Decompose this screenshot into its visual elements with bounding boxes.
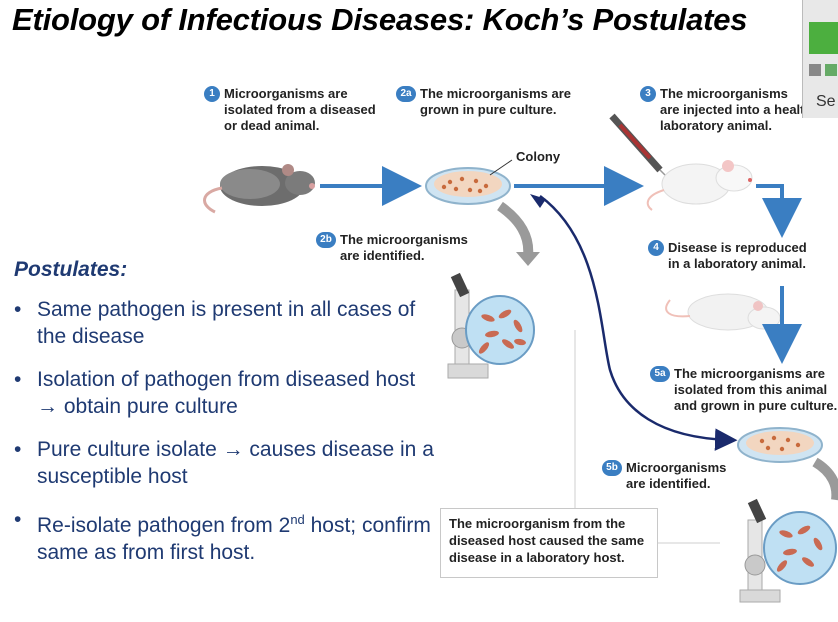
colony-label: Colony [516,149,561,164]
gear-icon[interactable] [809,64,821,76]
return-arrow [539,194,738,451]
connector-lines [574,330,720,544]
widget-text: Se [816,93,836,110]
step-2b-badge: 2b [316,232,336,248]
petri-dish-colony [425,159,513,205]
gray-arrow-2b [497,201,534,257]
arrow-3-to-4 [756,184,802,238]
step-1-badge: 1 [204,86,220,102]
postulate-item: Pure culture isolate → causes disease in… [14,436,434,490]
petri-dish-2 [737,427,823,463]
page-title: Etiology of Infectious Diseases: Koch’s … [12,2,748,37]
postulates-heading: Postulates: [14,258,128,281]
healthy-mouse-image [646,160,753,211]
conclusion-caption: The microorganism from the diseased host… [440,508,658,578]
dead-mouse-image [203,164,315,214]
postulate-item-last: Re-isolate pathogen from 2nd host; confi… [14,506,434,566]
microscope-image-1 [447,272,535,379]
sick-mouse-image [665,293,781,331]
postulate-item: Same pathogen is present in all cases of… [14,296,434,350]
side-widget[interactable] [802,0,838,118]
postulates-list: Same pathogen is present in all cases of… [14,296,434,566]
step-5a-badge: 5a [650,366,670,382]
postulate-item: Isolation of pathogen from diseased host… [14,366,434,420]
step-2a-badge: 2a [396,86,416,102]
chart-icon[interactable] [825,64,837,76]
step-3-badge: 3 [640,86,656,102]
step-4-badge: 4 [648,240,664,256]
microscope-image-2 [739,498,837,603]
step-5b-badge: 5b [602,460,622,476]
play-icon[interactable] [809,22,838,54]
postulates-panel: Postulates: Same pathogen is present in … [14,258,434,582]
